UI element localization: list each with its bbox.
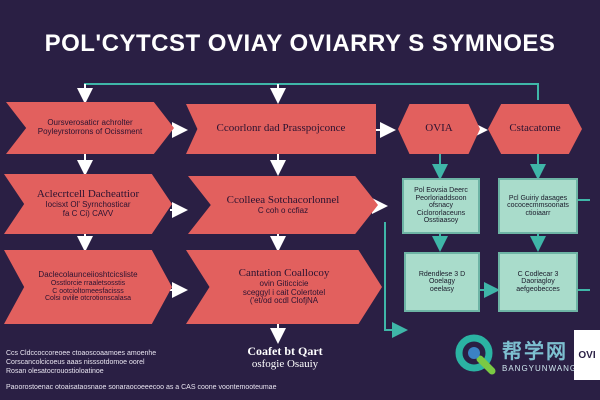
diagram-title: POL'CYTCST OVIAY OVIARRY S SYMNOES	[44, 30, 556, 57]
node-bot-mid-line3: sceggyl i cait Colertotel	[242, 287, 326, 297]
node-bot-left-line2: Osstlorcie rraaletsosstis	[50, 279, 126, 287]
node-bot-left-line3: C ootcioltomeesfacisss	[52, 287, 124, 295]
node-teal-d: C Codlecar 3 Daoriagloy aefgeobecces	[498, 252, 578, 312]
node-teal-d-line3: aefgeobecces	[516, 285, 560, 293]
footer-line3: Rosan olesatocrouostioloatinoe	[6, 367, 104, 375]
node-mid-mid: Ccolleea Sotchacorlonnel C coh o ccfiaz	[188, 176, 378, 234]
node-bot-mid-line2: ovin Giticcicie	[259, 279, 309, 288]
node-teal-a-line1: Pol Eovsia Deerc	[414, 187, 468, 195]
center-caption: Coafet bt Qart osfogie Osauiy	[200, 344, 370, 371]
node-top-left: Oursverosaticr achrolter Poyleyrstorrons…	[6, 102, 174, 154]
watermark-cn: 帮学网	[502, 341, 568, 363]
node-teal-a-line2: Peorloriaddsoon ofsnacy	[415, 194, 467, 210]
node-teal-a: Pol Eovsia Deerc Peorloriaddsoon ofsnacy…	[402, 178, 480, 234]
node-teal-a-line4: Osstiaasoy	[423, 217, 459, 225]
edge-tab: OVI	[574, 330, 600, 380]
watermark: 帮学网 BANGYUNWANG	[454, 330, 594, 378]
node-bot-left: Daclecolaunceiioshtcicsliste Osstlorcie …	[4, 250, 172, 324]
node-top-right: Cstacatome	[488, 104, 582, 154]
node-mid-left-line2: Iocisxt Ol' Syrnchosticar	[45, 200, 131, 210]
node-ovia: OVIA	[398, 104, 480, 154]
watermark-logo-icon	[455, 334, 496, 375]
teal-connectors	[384, 152, 590, 338]
node-bot-mid-line4: ('et/od ocdl ClofjNA	[249, 296, 319, 306]
node-top-mid: Ccoorlonr dad Prasspojconce	[186, 104, 376, 154]
node-teal-c: Rdendlese 3 D Ooelagy oeelasy	[404, 252, 480, 312]
node-top-right-line1: Cstacatome	[509, 122, 561, 135]
node-mid-mid-line1: Ccolleea Sotchacorlonnel	[226, 193, 340, 206]
node-bot-mid: Cantation Coallocoy ovin Giticcicie sceg…	[186, 250, 382, 324]
node-bot-mid-line1: Cantation Coallocoy	[238, 267, 330, 280]
node-mid-left-line3: fa C Ci) CAVV	[62, 208, 114, 218]
node-teal-b-line3: ctioiaarr	[525, 209, 551, 217]
node-teal-a-line3: Ciclororlaceuns	[416, 209, 466, 217]
node-ovia-line1: OVIA	[425, 122, 453, 135]
node-teal-c-line3: oeelasy	[429, 285, 455, 293]
footer-line4: Paoorostoenac otoaisataosnaoe sonaraocoe…	[6, 384, 277, 391]
footer-line2: Corscancolcicoeus aaas nisssotdomoe oore…	[6, 358, 145, 366]
center-caption-line2: osfogie Osauiy	[251, 358, 319, 371]
node-teal-b-line1: Pcl Guiriy dasages	[508, 194, 568, 202]
node-top-left-line2: Poyleyrstorrons of Ocissment	[37, 127, 143, 136]
node-teal-d-line1: C Codlecar 3	[517, 270, 559, 278]
node-top-mid-line1: Ccoorlonr dad Prasspojconce	[216, 122, 346, 135]
node-teal-d-line2: Daoriagloy	[521, 278, 555, 286]
node-mid-left: Aclecrtcell Dacheattior Iocisxt Ol' Syrn…	[4, 174, 172, 234]
node-mid-left-line1: Aclecrtcell Dacheattior	[36, 188, 140, 201]
top-bus-line	[84, 83, 539, 100]
footer-note-left: Ccs Cldccoccoreoee ctoaoscoaamoes amoenh…	[6, 350, 206, 376]
node-bot-left-line1: Daclecolaunceiioshtcicsliste	[38, 270, 138, 280]
center-caption-line1: Coafet bt Qart	[247, 344, 323, 358]
node-teal-c-line2: Ooelagy	[428, 278, 456, 286]
node-bot-left-line4: Colsi oviile otcrotionscalasa	[45, 295, 131, 303]
node-teal-c-line1: Rdendlese 3 D	[418, 270, 466, 278]
node-teal-b: Pcl Guiriy dasages cococecmmsoonats ctio…	[498, 178, 578, 234]
node-top-left-line1: Oursverosaticr achrolter	[47, 118, 133, 128]
footer-line1: Ccs Cldccoccoreoee ctoaoscoaamoes amoenh…	[6, 350, 157, 357]
node-teal-b-line2: cococecmmsoonats	[507, 202, 569, 210]
footer-note-bottom: Paoorostoenac otoaisataosnaoe sonaraocoe…	[6, 384, 446, 393]
node-mid-mid-line2: C coh o ccfiaz	[257, 205, 309, 215]
watermark-en: BANGYUNWANG	[502, 364, 578, 373]
